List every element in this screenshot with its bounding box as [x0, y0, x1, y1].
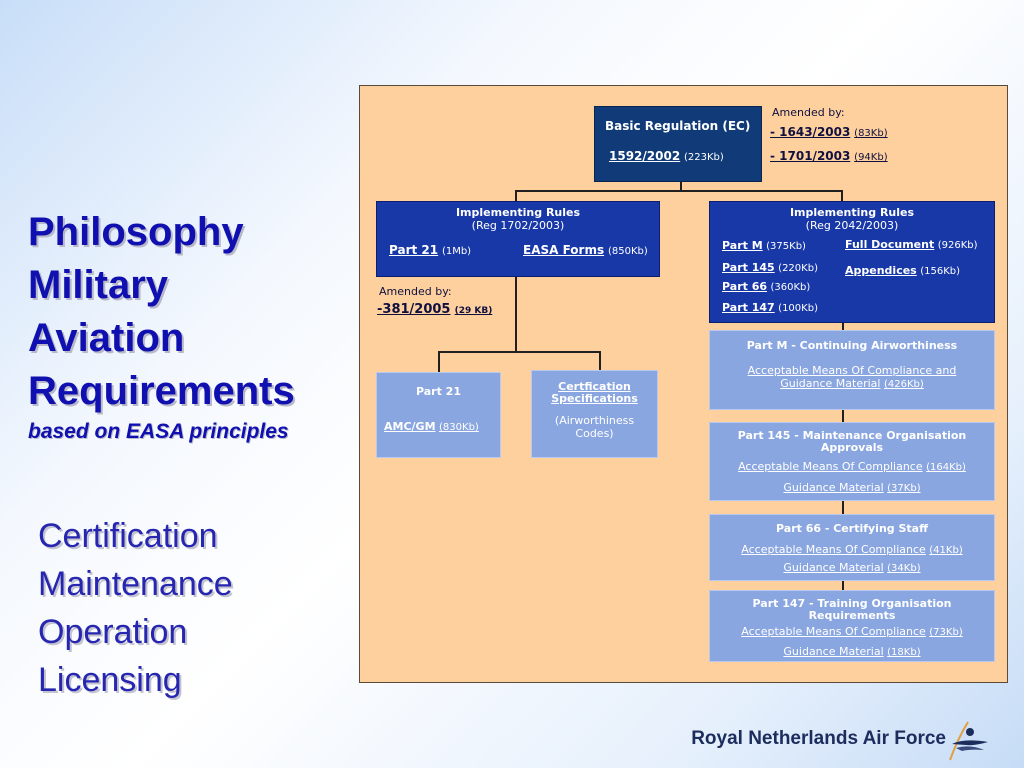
- connector-line: [438, 351, 440, 373]
- part-145-link[interactable]: Part 145 (220Kb): [722, 261, 818, 274]
- title-line-4: Requirements: [28, 369, 295, 413]
- amendment-link-381[interactable]: -381/2005 (29 KB): [377, 302, 493, 317]
- implementing-rules-title: Implementing Rules: [789, 206, 915, 219]
- part21-amc-box: Part 21 AMC/GM (830Kb): [376, 372, 501, 458]
- easa-forms-link[interactable]: EASA Forms (850Kb): [523, 243, 648, 257]
- part-66-gm-link[interactable]: Guidance Material (34Kb): [783, 561, 921, 574]
- amendment-link-1701[interactable]: - 1701/2003 (94Kb): [770, 149, 888, 163]
- part-147-amc-link[interactable]: Acceptable Means Of Compliance (73Kb): [741, 625, 963, 638]
- topic-item: Maintenance: [38, 565, 233, 603]
- part-m-amc-link[interactable]: Acceptable Means Of Compliance and: [747, 364, 957, 377]
- part-147-gm-link[interactable]: Guidance Material (18Kb): [783, 645, 921, 658]
- part-m-link[interactable]: Part M (375Kb): [722, 239, 806, 252]
- part-145-title-line-2: Approvals: [820, 441, 884, 454]
- part-145-gm-link[interactable]: Guidance Material (37Kb): [783, 481, 921, 494]
- connector-line: [515, 276, 517, 352]
- title-subtitle: based on EASA principles: [28, 420, 289, 443]
- part-145-box: Part 145 - Maintenance Organisation Appr…: [709, 422, 995, 501]
- cert-spec-sub-line-2: Codes): [575, 427, 614, 440]
- appendices-link[interactable]: Appendices (156Kb): [845, 264, 961, 277]
- title-line-2: Military: [28, 263, 169, 307]
- part-145-amc-link[interactable]: Acceptable Means Of Compliance (164Kb): [738, 460, 966, 473]
- organization-name: Royal Netherlands Air Force: [691, 728, 946, 749]
- connector-line: [438, 351, 601, 353]
- connector-line: [599, 351, 601, 371]
- topic-list: Certification Maintenance Operation Lice…: [38, 512, 233, 704]
- amendment-link-1643[interactable]: - 1643/2003 (83Kb): [770, 125, 888, 139]
- part-66-title: Part 66 - Certifying Staff: [776, 522, 928, 535]
- implementing-rules-reg: (Reg 1702/2003): [471, 219, 565, 232]
- certification-specifications-box: Certfication Specifications (Airworthine…: [531, 370, 658, 458]
- full-document-link[interactable]: Full Document (926Kb): [845, 238, 978, 251]
- part-147-link[interactable]: Part 147 (100Kb): [722, 301, 818, 314]
- cert-spec-title-line-1[interactable]: Certfication: [558, 380, 631, 393]
- part-66-link[interactable]: Part 66 (360Kb): [722, 280, 811, 293]
- slide-title: Philosophy Military Aviation Requirement…: [28, 206, 295, 444]
- cert-spec-title-line-2[interactable]: Specifications: [551, 392, 638, 405]
- title-line-1: Philosophy: [28, 210, 244, 254]
- basic-regulation-link[interactable]: 1592/2002 (223Kb): [609, 149, 724, 163]
- connector-line: [515, 190, 843, 192]
- cert-spec-sub-line-1: (Airworthiness: [554, 414, 635, 427]
- part21-amc-gm-link[interactable]: AMC/GM (830Kb): [384, 420, 479, 433]
- air-force-emblem-icon: [949, 721, 988, 761]
- part21-title: Part 21: [415, 385, 461, 398]
- topic-item: Certification: [38, 517, 218, 555]
- implementing-rules-2042-box: Implementing Rules (Reg 2042/2003) Part …: [709, 201, 995, 323]
- basic-regulation-box: Basic Regulation (EC) 1592/2002 (223Kb): [594, 106, 762, 182]
- connector-line: [680, 182, 682, 191]
- basic-amended-label: Amended by:: [772, 106, 845, 119]
- part-m-box: Part M - Continuing Airworthiness Accept…: [709, 330, 995, 410]
- implementing-rules-title: Implementing Rules: [455, 206, 581, 219]
- part-147-box: Part 147 - Training Organisation Require…: [709, 590, 995, 662]
- part21-link[interactable]: Part 21 (1Mb): [389, 243, 472, 257]
- implementing-rules-reg: (Reg 2042/2003): [805, 219, 899, 232]
- connector-line: [515, 190, 517, 202]
- part-147-title-line-2: Requirements: [808, 609, 896, 622]
- regulation-diagram: Basic Regulation (EC) 1592/2002 (223Kb) …: [359, 85, 1008, 683]
- part-m-title: Part M - Continuing Airworthiness: [746, 339, 958, 352]
- left-amended-label: Amended by:: [379, 285, 452, 298]
- implementing-rules-1702-box: Implementing Rules (Reg 1702/2003) Part …: [376, 201, 660, 277]
- part-66-box: Part 66 - Certifying Staff Acceptable Me…: [709, 514, 995, 581]
- connector-line: [841, 190, 843, 202]
- topic-item: Operation: [38, 613, 188, 651]
- title-line-3: Aviation: [28, 316, 185, 360]
- part-m-gm-link[interactable]: Guidance Material (426Kb): [780, 377, 924, 390]
- part-147-title-line-1: Part 147 - Training Organisation: [752, 597, 952, 610]
- part-145-title-line-1: Part 145 - Maintenance Organisation: [737, 429, 967, 442]
- part-66-amc-link[interactable]: Acceptable Means Of Compliance (41Kb): [741, 543, 963, 556]
- topic-item: Licensing: [38, 661, 182, 699]
- basic-regulation-title: Basic Regulation (EC): [605, 119, 751, 133]
